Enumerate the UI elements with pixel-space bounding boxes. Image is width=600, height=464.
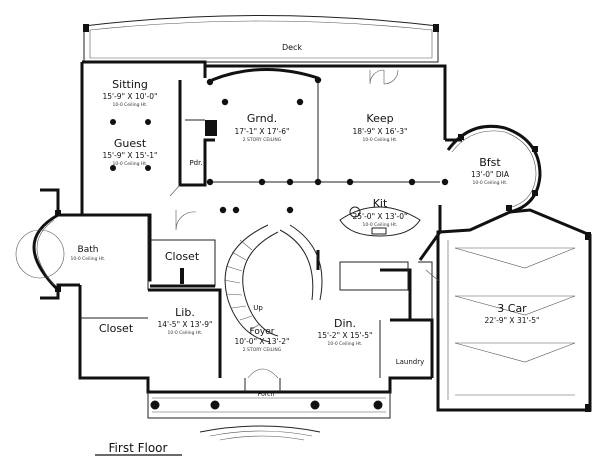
keep-label: Keep [366, 112, 393, 125]
room-labels: Deck Sitting 15'-9" X 10'-0" 10-0 Ceilin… [70, 43, 539, 398]
din-dims: 15'-2" X 15'-5" [318, 331, 373, 340]
laundry-label: Laundry [396, 358, 425, 366]
din-ceiling: 10-0 Ceiling Ht. [327, 341, 362, 347]
bfst-label: Bfst [479, 156, 501, 169]
lib-label: Lib. [175, 306, 195, 319]
grnd-dims: 17'-1" X 17'-6" [235, 127, 290, 136]
guest-label: Guest [114, 137, 147, 150]
front-entry [180, 268, 281, 392]
foyer-label: Foyer [250, 327, 275, 337]
bath-bay [15, 210, 65, 292]
kit-ceiling: 10-0 Ceiling Ht. [362, 222, 397, 228]
up-label: Up [253, 304, 263, 312]
bath-label: Bath [78, 245, 99, 255]
columns [110, 76, 449, 214]
bath-ceiling: 10-0 Ceiling Ht. [70, 256, 105, 262]
sitting-dims: 15'-9" X 10'-0" [103, 92, 158, 101]
bfst-round [446, 124, 542, 214]
kitchen-island [339, 206, 421, 237]
foyer-ceiling: 2 STORY CEILING [243, 347, 282, 353]
sitting-ceiling: 10-0 Ceiling Ht. [112, 102, 147, 108]
sitting-label: Sitting [112, 78, 148, 91]
keep-dims: 18'-9" X 16'-3" [353, 127, 408, 136]
closet-upper-label: Closet [165, 250, 200, 263]
floor-caption: First Floor [95, 441, 182, 456]
grnd-ceiling: 2 STORY CEILING [243, 137, 282, 143]
kit-label: Kit [373, 197, 388, 210]
floor-caption-text: First Floor [109, 441, 168, 455]
pdr-label: Pdr. [189, 159, 202, 167]
deck-label: Deck [282, 43, 302, 52]
doors [169, 69, 441, 283]
porch-label: Porch [258, 391, 275, 398]
keep-ceiling: 10-0 Ceiling Ht. [362, 137, 397, 143]
interior-walls [80, 80, 440, 378]
garage-dims: 22'-9" X 31'-5" [485, 316, 540, 325]
closet-lower-label: Closet [99, 322, 134, 335]
guest-dims: 15'-9" X 15'-1" [103, 151, 158, 160]
porch [147, 392, 391, 441]
bfst-dims: 13'-0" DIA [471, 170, 510, 179]
garage-walls [436, 208, 592, 412]
lib-dims: 14'-5" X 13'-9" [158, 320, 213, 329]
garage-label: 3 Car [497, 302, 527, 315]
kit-dims: 25'-0" X 13'-0" [353, 212, 408, 221]
guest-ceiling: 10-0 Ceiling Ht. [112, 161, 147, 167]
din-label: Din. [334, 317, 356, 330]
foyer-dims: 10'-0" X 13'-2" [235, 337, 290, 346]
deck [83, 15, 439, 63]
lib-ceiling: 10-0 Ceiling Ht. [167, 330, 202, 336]
bfst-ceiling: 10-0 Ceiling Ht. [472, 180, 507, 186]
grnd-label: Grnd. [247, 112, 277, 125]
grand-staircase [223, 224, 323, 343]
